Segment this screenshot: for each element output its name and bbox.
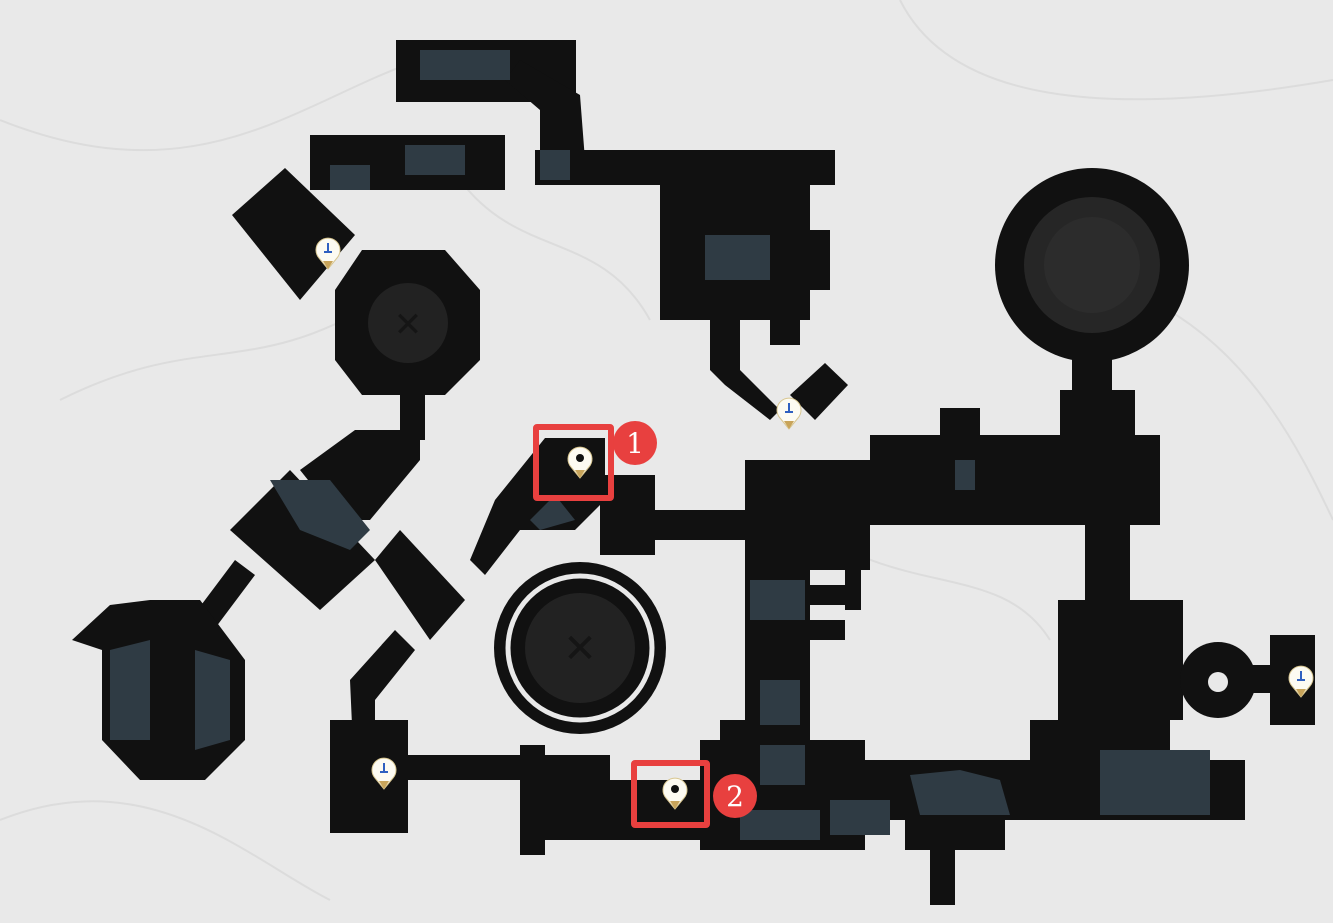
map-marker-figure-3[interactable] [370,754,398,790]
callout-number-2: 2 [713,774,757,818]
map-marker-figure-4[interactable] [1287,662,1315,698]
svg-text:✕: ✕ [563,626,597,672]
blue-figure-icon [785,403,793,413]
callout-highlight-1 [533,424,614,501]
callout-number-1: 1 [613,421,657,465]
callout-highlight-2 [631,760,710,828]
map-marker-figure-2[interactable] [775,394,803,430]
floor-detail [110,50,1210,840]
svg-text:✕: ✕ [394,305,423,345]
map-marker-item-1[interactable] [566,443,594,479]
map-marker-item-2[interactable] [661,774,689,810]
blue-figure-icon [1297,671,1305,681]
black-item-icon [671,785,679,793]
blue-figure-icon [324,243,332,253]
black-item-icon [576,454,584,462]
dark-domes: ✕ ✕ [394,197,1228,723]
blue-figure-icon [380,763,388,773]
map-marker-figure-1[interactable] [314,234,342,270]
